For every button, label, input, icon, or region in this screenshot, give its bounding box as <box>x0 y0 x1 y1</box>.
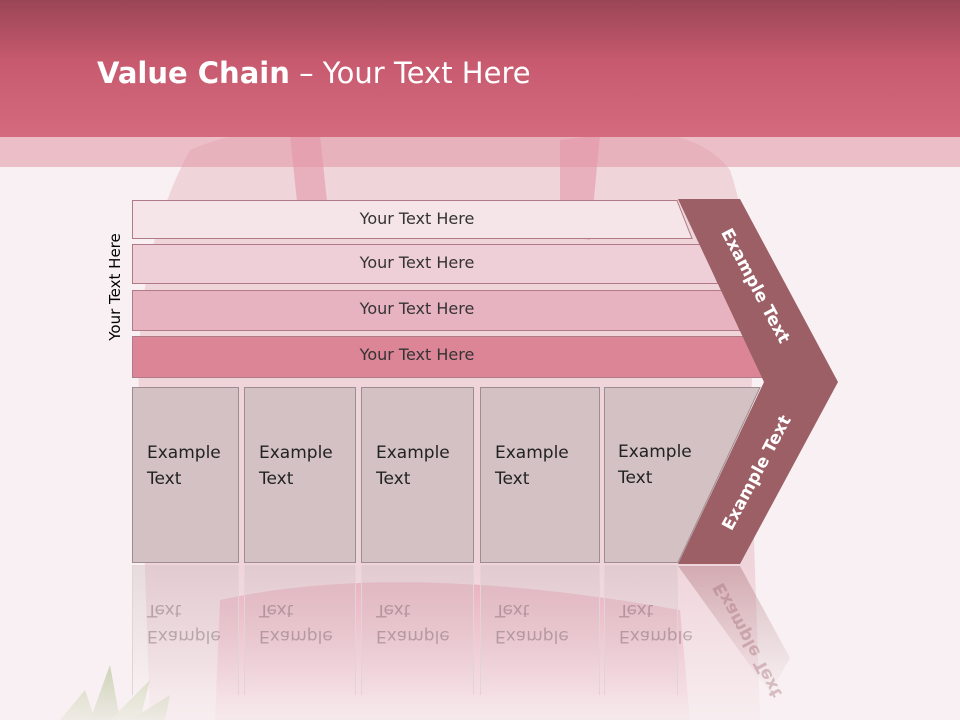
margin-chevron-reflection <box>678 566 790 693</box>
support-bar-4: Your Text Here <box>132 336 768 378</box>
support-bar-2-label: Your Text Here <box>359 253 475 272</box>
activity-box-3-reflection-line2: Text <box>376 600 411 620</box>
activity-box-1-reflection-line2: Text <box>147 600 182 620</box>
activity-box-5-reflection-line2: Text <box>619 600 654 620</box>
support-bar-1-label: Your Text Here <box>359 209 475 228</box>
activity-box-2-reflection: Example Text <box>244 565 356 695</box>
support-bar-1: Your Text Here <box>132 200 694 239</box>
support-bar-3: Your Text Here <box>132 290 742 331</box>
slide-title-rest: – Your Text Here <box>289 56 531 90</box>
activity-box-4-reflection-line1: Example <box>495 626 569 646</box>
activity-box-3-reflection-text: Example Text <box>376 597 450 649</box>
margin-chevron-shape <box>678 199 838 564</box>
slide-title-bold: Value Chain <box>97 56 290 90</box>
title-banner-band <box>0 137 960 167</box>
support-bar-1-shape <box>132 200 693 239</box>
activity-box-3-reflection: Example Text <box>361 565 474 695</box>
activity-box-1-line2: Text <box>147 469 182 489</box>
activity-box-2-line2: Text <box>259 469 294 489</box>
activity-box-1-reflection-text: Example Text <box>147 597 221 649</box>
activity-box-5-shape <box>604 387 761 563</box>
support-bar-2: Your Text Here <box>132 244 720 284</box>
activity-box-2-reflection-text: Example Text <box>259 597 333 649</box>
activity-box-5-line1: Example <box>618 442 692 462</box>
slide-title: Value Chain – Your Text Here <box>97 56 531 90</box>
support-bar-4-label: Your Text Here <box>359 345 475 364</box>
activity-box-5-line2: Text <box>618 468 653 488</box>
title-banner <box>0 0 960 137</box>
activity-box-2-line1: Example <box>259 443 333 463</box>
margin-chevron <box>678 199 838 693</box>
activity-box-1-line1: Example <box>147 443 221 463</box>
activity-box-4-reflection-line2: Text <box>495 600 530 620</box>
activity-box-3-reflection-line1: Example <box>376 626 450 646</box>
activity-box-1-reflection-line1: Example <box>147 626 221 646</box>
support-bar-3-label: Your Text Here <box>359 299 475 318</box>
activity-box-1-reflection: Example Text <box>132 565 239 695</box>
activity-box-4-line2: Text <box>495 469 530 489</box>
activity-box-3-line1: Example <box>376 443 450 463</box>
activity-box-4-reflection-text: Example Text <box>495 597 569 649</box>
activity-box-3-line2: Text <box>376 469 411 489</box>
side-label: Your Text Here <box>106 233 124 341</box>
activity-box-4-reflection: Example Text <box>480 565 600 695</box>
activity-box-4-line1: Example <box>495 443 569 463</box>
activity-box-2-reflection-line2: Text <box>259 600 294 620</box>
activity-box-2-reflection-line1: Example <box>259 626 333 646</box>
